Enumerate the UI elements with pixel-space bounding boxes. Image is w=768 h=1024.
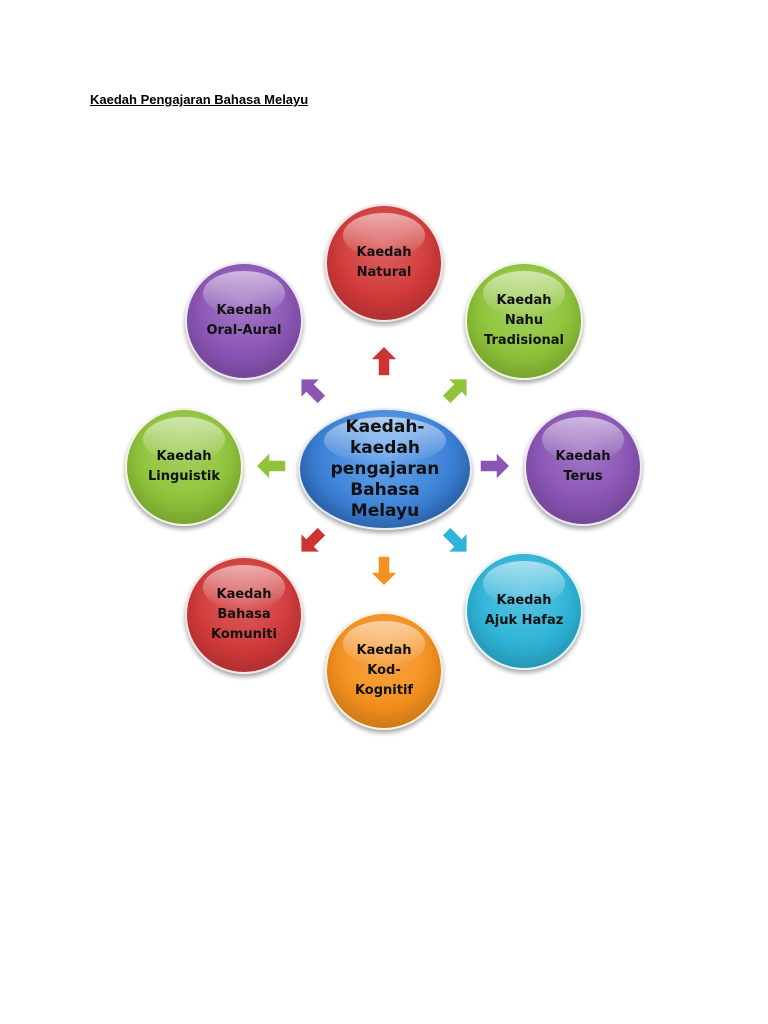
node-natural-label: Kaedah Natural: [356, 245, 412, 280]
node-linguistik-label: Kaedah Linguistik: [147, 449, 221, 484]
node-bahasa-komuniti: Kaedah Bahasa Komuniti: [185, 556, 303, 674]
node-kod-kognitif: Kaedah Kod- Kognitif: [325, 612, 443, 730]
node-oral-aural-label: Kaedah Oral-Aural: [206, 303, 282, 338]
node-kod-kognitif-label: Kaedah Kod- Kognitif: [354, 643, 414, 698]
arrow-to-bahasa-komuniti: [299, 525, 328, 554]
center-node-label: Kaedah- kaedah pengajaran Bahasa Melayu: [330, 416, 440, 521]
node-terus-label: Kaedah Terus: [555, 449, 611, 484]
node-oral-aural: Kaedah Oral-Aural: [185, 262, 303, 380]
arrow-to-nahu-tradisional: [440, 377, 469, 406]
arrow-to-oral-aural: [299, 377, 328, 406]
node-linguistik: Kaedah Linguistik: [125, 408, 243, 526]
node-terus: Kaedah Terus: [524, 408, 642, 526]
node-nahu-tradisional-label: Kaedah Nahu Tradisional: [484, 293, 564, 348]
arrow-to-linguistik: [254, 450, 287, 482]
arrow-to-ajuk-hafaz: [440, 525, 469, 554]
arrow-to-terus: [479, 450, 512, 482]
node-natural: Kaedah Natural: [325, 204, 443, 322]
page-title: Kaedah Pengajaran Bahasa Melayu: [90, 92, 309, 107]
node-nahu-tradisional: Kaedah Nahu Tradisional: [465, 262, 583, 380]
arrow-to-kod-kognitif: [368, 555, 400, 588]
center-node: Kaedah- kaedah pengajaran Bahasa Melayu: [298, 408, 472, 530]
node-ajuk-hafaz: Kaedah Ajuk Hafaz: [465, 552, 583, 670]
node-ajuk-hafaz-label: Kaedah Ajuk Hafaz: [484, 593, 564, 628]
arrow-to-natural: [368, 344, 400, 377]
node-bahasa-komuniti-label: Kaedah Bahasa Komuniti: [211, 587, 277, 642]
